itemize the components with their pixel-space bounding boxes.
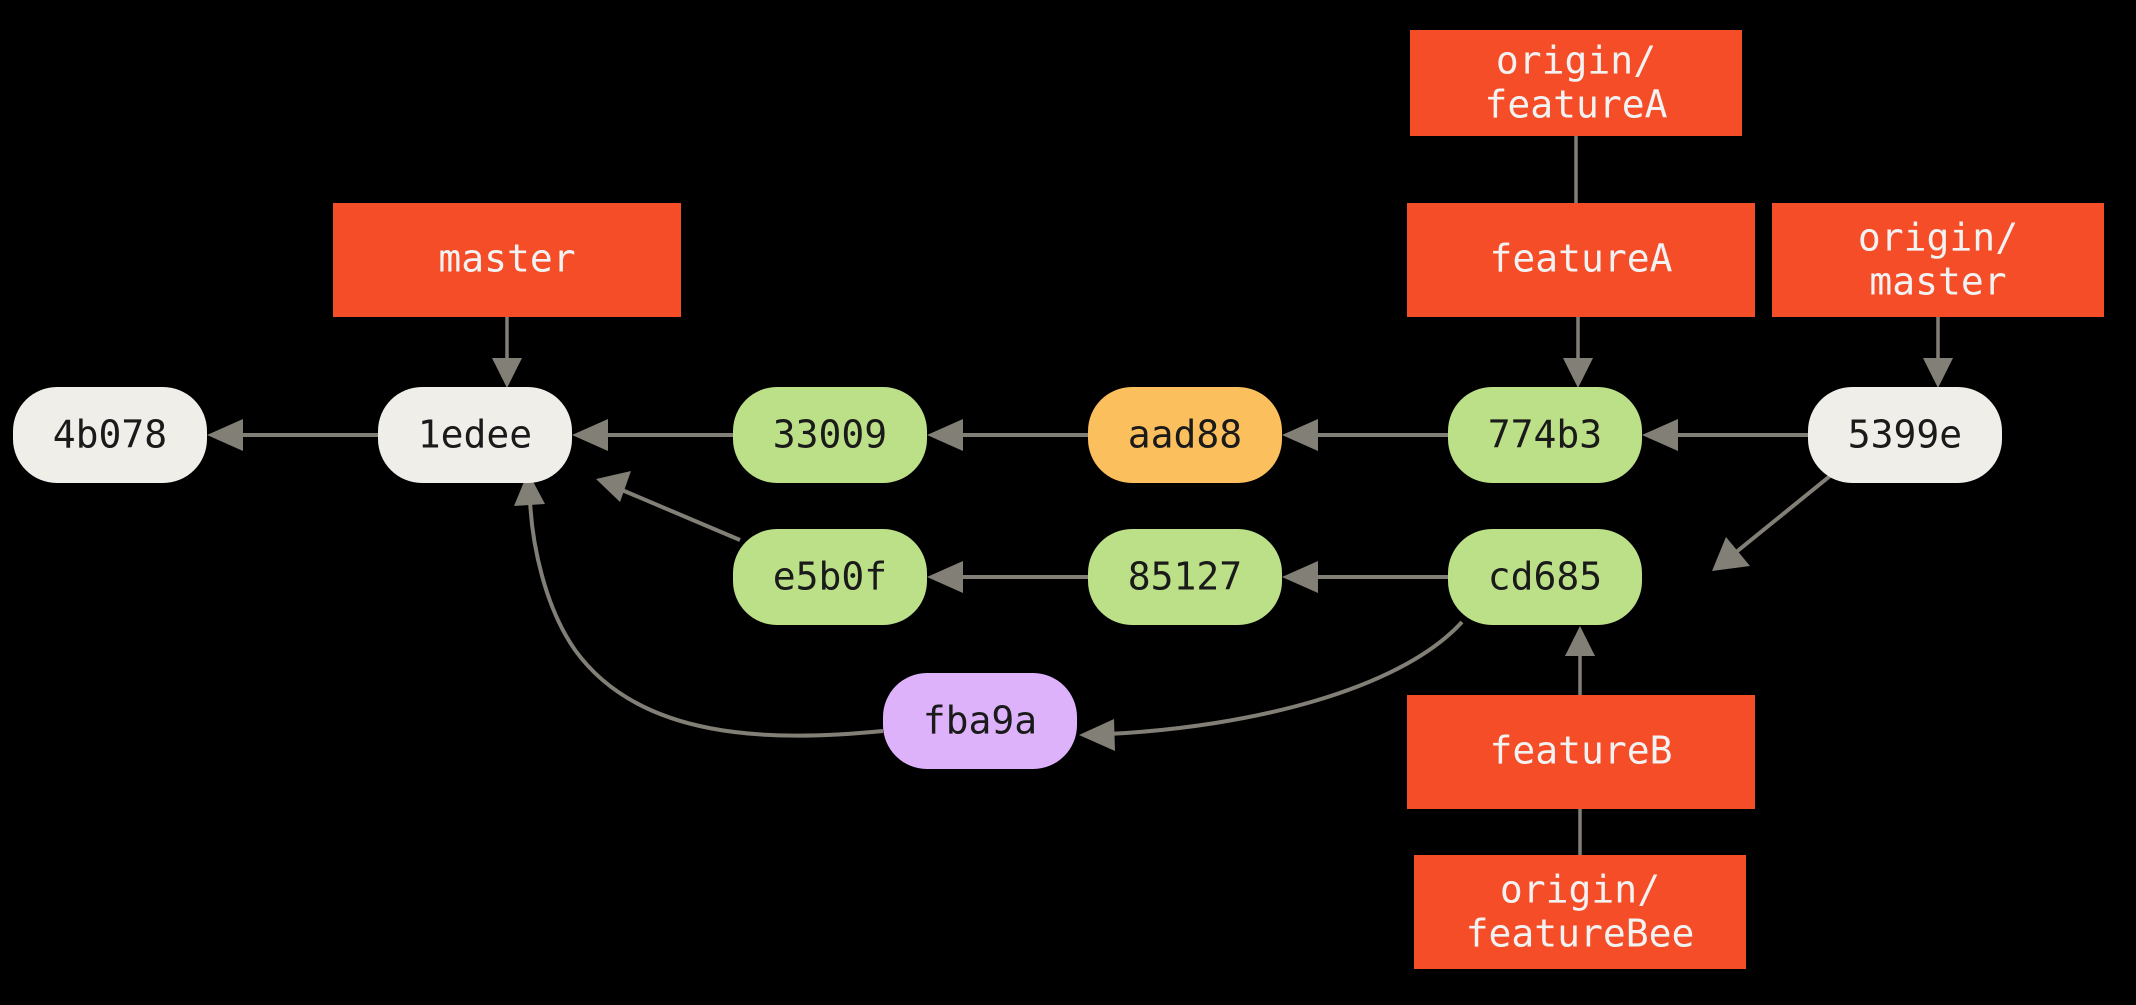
commit-node-774b3[interactable]: 774b3: [1448, 387, 1642, 483]
edge-origin-master-to-5399e: [1923, 317, 1953, 388]
ref-featureB[interactable]: featureB: [1407, 695, 1755, 809]
commit-label-4b078: 4b078: [53, 413, 167, 457]
commit-node-5399e[interactable]: 5399e: [1808, 387, 2002, 483]
edge-5399e-to-774b3: [1642, 419, 1808, 451]
edge-aad88-to-33009: [927, 419, 1088, 451]
ref-origin-master-line1: origin/: [1858, 216, 2018, 260]
ref-origin-featureBee-line1: origin/: [1500, 868, 1660, 912]
edge-33009-to-1edee: [572, 419, 733, 451]
commit-node-33009[interactable]: 33009: [733, 387, 927, 483]
commit-node-e5b0f[interactable]: e5b0f: [733, 529, 927, 625]
edge-1edee-to-4b078: [207, 419, 378, 451]
ref-master-label: master: [438, 237, 575, 281]
edge-cd685-to-85127: [1282, 561, 1448, 593]
commit-label-fba9a: fba9a: [923, 699, 1037, 743]
edge-layer: [207, 136, 1953, 855]
ref-featureA[interactable]: featureA: [1407, 203, 1755, 317]
commit-node-cd685[interactable]: cd685: [1448, 529, 1642, 625]
commit-label-5399e: 5399e: [1848, 413, 1962, 457]
commit-node-4b078[interactable]: 4b078: [13, 387, 207, 483]
edge-fba9a-to-1edee: [514, 472, 884, 738]
edge-85127-to-e5b0f: [927, 561, 1088, 593]
ref-origin-featureBee[interactable]: origin/ featureBee: [1414, 855, 1746, 969]
edge-e5b0f-to-1edee: [596, 471, 741, 542]
commit-node-fba9a[interactable]: fba9a: [883, 673, 1077, 769]
ref-origin-master-line2: master: [1869, 260, 2006, 304]
edge-featureA-to-774b3: [1563, 317, 1593, 388]
edge-5399e-to-cd685: [1712, 474, 1832, 571]
commit-label-1edee: 1edee: [418, 413, 532, 457]
commit-node-1edee[interactable]: 1edee: [378, 387, 572, 483]
commit-label-33009: 33009: [773, 413, 887, 457]
ref-origin-featureA[interactable]: origin/ featureA: [1410, 30, 1742, 136]
ref-origin-featureA-line2: featureA: [1484, 83, 1667, 127]
ref-master[interactable]: master: [333, 203, 681, 317]
edge-master-to-1edee: [492, 317, 522, 388]
edge-774b3-to-aad88: [1282, 419, 1448, 451]
edge-cd685-to-fba9a: [1079, 620, 1464, 751]
ref-origin-featureBee-line2: featureBee: [1466, 912, 1695, 956]
commit-label-e5b0f: e5b0f: [773, 555, 887, 599]
commit-label-85127: 85127: [1128, 555, 1242, 599]
commit-node-aad88[interactable]: aad88: [1088, 387, 1282, 483]
commit-node-85127[interactable]: 85127: [1088, 529, 1282, 625]
edge-featureB-to-cd685: [1565, 626, 1595, 695]
ref-origin-master[interactable]: origin/ master: [1772, 203, 2104, 317]
commit-label-aad88: aad88: [1128, 413, 1242, 457]
ref-origin-featureA-line1: origin/: [1496, 39, 1656, 83]
ref-featureB-label: featureB: [1489, 729, 1672, 773]
ref-layer: origin/ featureA master featureA origin/…: [333, 30, 2104, 969]
ref-featureA-label: featureA: [1489, 237, 1672, 281]
commit-layer: 4b078 1edee 33009 aad88 774b3 5399e: [13, 387, 2002, 769]
commit-label-774b3: 774b3: [1488, 413, 1602, 457]
commit-label-cd685: cd685: [1488, 555, 1602, 599]
